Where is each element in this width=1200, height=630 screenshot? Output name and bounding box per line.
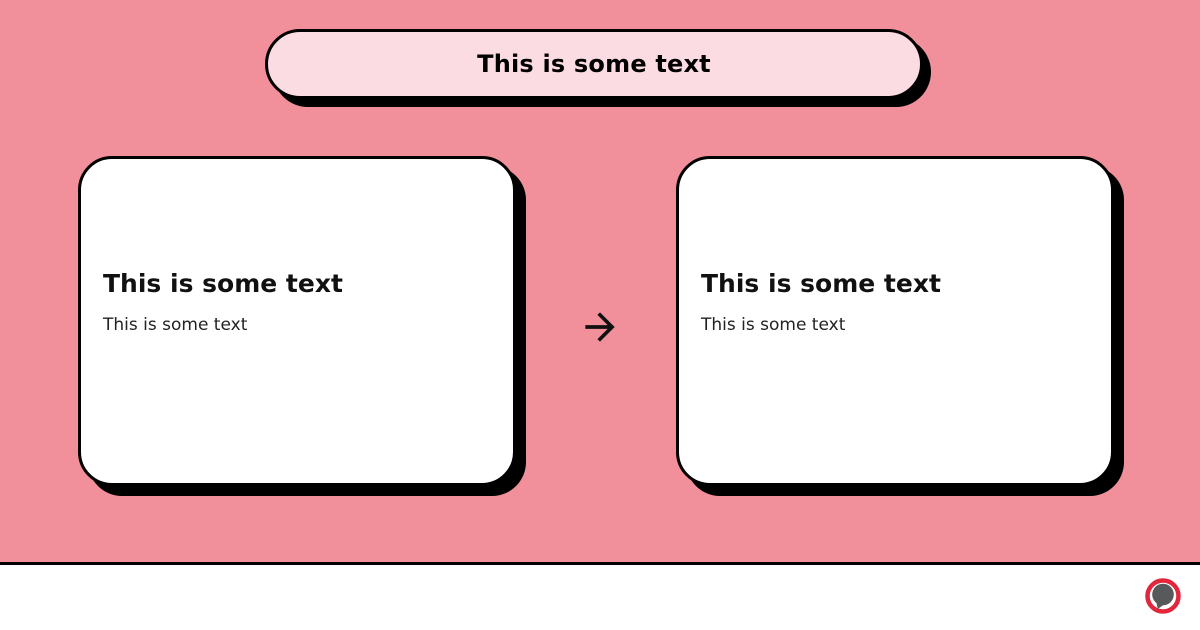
- header-pill-label: This is some text: [477, 50, 711, 78]
- card-right-title: This is some text: [701, 269, 941, 298]
- footer: [0, 565, 1200, 630]
- card-left-title: This is some text: [103, 269, 343, 298]
- divider-line: [0, 562, 1200, 565]
- card-left-subtitle: This is some text: [103, 315, 248, 335]
- card-left: This is some text This is some text: [78, 156, 516, 486]
- header-pill: This is some text: [265, 29, 923, 99]
- right-arrow-icon: [578, 305, 622, 349]
- card-right: This is some text This is some text: [676, 156, 1114, 486]
- card-right-subtitle: This is some text: [701, 315, 846, 335]
- speech-bubble-logo-icon: [1144, 577, 1182, 615]
- pink-background: This is some text This is some text This…: [0, 0, 1200, 563]
